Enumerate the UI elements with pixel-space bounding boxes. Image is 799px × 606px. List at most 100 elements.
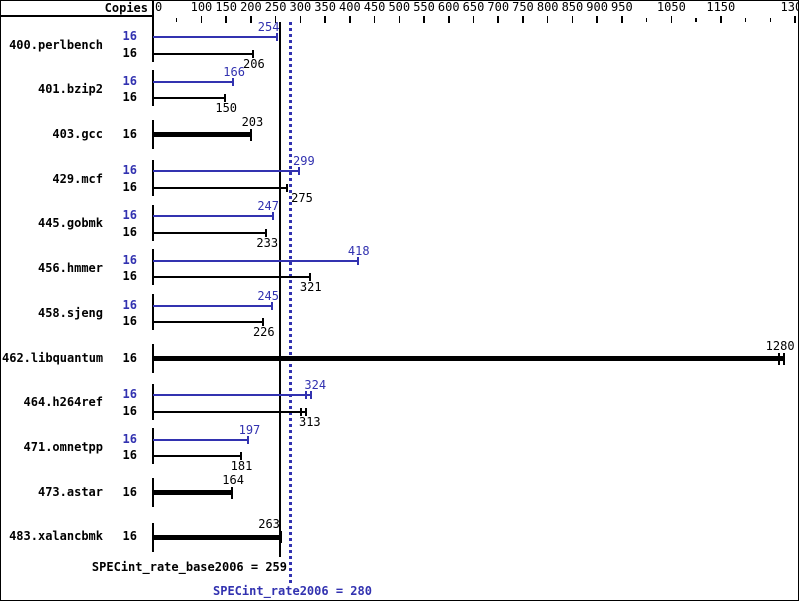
- axis-tick-major: [497, 16, 499, 23]
- base-bar-end-tick: [280, 531, 283, 544]
- axis-tick-label: 300: [289, 0, 312, 14]
- base-bar-end-tick: [250, 128, 253, 141]
- axis-tick-major: [373, 16, 376, 23]
- axis-tick-minor: [744, 18, 747, 22]
- axis-tick-label: 1300: [780, 0, 799, 14]
- axis-tick-minor: [695, 18, 697, 22]
- axis-tick-label: 750: [512, 0, 534, 14]
- axis-tick-major: [472, 16, 475, 23]
- peak-bar-end-tick: [272, 212, 275, 221]
- peak-bar: [152, 259, 359, 262]
- bar-value-label: 203: [241, 114, 264, 129]
- benchmark-label: 458.sjeng: [37, 305, 103, 320]
- benchmark-label: 483.xalancbmk: [9, 529, 103, 544]
- header-underline: [0, 15, 153, 17]
- benchmark-label: 445.gobmk: [37, 216, 103, 231]
- peak-bar: [152, 36, 278, 39]
- copies-value: 16: [122, 297, 137, 312]
- axis-tick-major: [522, 16, 524, 23]
- axis-tick-label: 800: [536, 0, 559, 14]
- bar-value-label: 321: [299, 280, 322, 295]
- base-bar-end-tick: [783, 352, 786, 365]
- axis-tick-minor: [175, 18, 178, 22]
- copies-value: 16: [122, 179, 137, 194]
- bar-value-label: 166: [223, 64, 245, 79]
- axis-tick-minor: [769, 18, 772, 22]
- base-bar: [152, 231, 268, 234]
- bar-value-label: 418: [347, 243, 370, 258]
- copies-value: 16: [122, 163, 137, 178]
- benchmark-label: 403.gcc: [52, 126, 103, 141]
- axis-tick-label: 850: [561, 0, 584, 14]
- copies-value: 16: [122, 529, 137, 544]
- bar-value-label: 263: [258, 517, 280, 532]
- axis-tick-major: [225, 16, 227, 23]
- bar-value-label: 197: [238, 422, 261, 437]
- copies-value: 16: [122, 90, 137, 105]
- base-bar-end-tick: [265, 228, 268, 237]
- base-summary-label: SPECint_rate_base2006 = 259: [91, 560, 287, 574]
- axis-tick-label: 600: [437, 0, 460, 14]
- bar-value-label: 254: [257, 20, 280, 35]
- copies-value: 16: [122, 387, 137, 402]
- bar-value-label: 245: [257, 288, 280, 303]
- copies-value: 16: [122, 269, 137, 284]
- axis-tick-major: [423, 16, 425, 23]
- axis-tick-major: [274, 16, 277, 23]
- axis-tick-major: [670, 16, 673, 23]
- axis-tick-label: 350: [314, 0, 336, 14]
- x-axis-origin-label: 0: [155, 0, 163, 14]
- peak-bar-end-tick: [356, 256, 359, 265]
- bar-value-label: 150: [215, 101, 238, 116]
- copies-value: 16: [122, 29, 137, 44]
- base-bar-end-tick: [261, 318, 264, 327]
- base-bar: [152, 186, 289, 189]
- peak-bar: [152, 304, 274, 307]
- peak-bar-end-tick: [297, 167, 300, 176]
- axis-tick-major: [621, 16, 623, 23]
- axis-tick-label: 650: [462, 0, 485, 14]
- axis-tick-label: 700: [487, 0, 510, 14]
- axis-tick-label: 150: [215, 0, 238, 14]
- benchmark-label: 429.mcf: [52, 171, 103, 186]
- copies-value: 16: [122, 448, 137, 463]
- base-bar-end-tick-2: [299, 407, 302, 416]
- copies-value: 16: [122, 431, 137, 446]
- axis-tick-label: 950: [611, 0, 633, 14]
- bar-value-label: 1280: [765, 338, 795, 353]
- copies-value: 16: [122, 484, 137, 499]
- base-bar: [152, 455, 242, 458]
- axis-tick-label: 400: [339, 0, 361, 14]
- y-axis-line-top: [152, 0, 154, 26]
- peak-bar: [152, 215, 275, 218]
- base-bar: [152, 321, 264, 324]
- copies-value: 16: [122, 126, 137, 141]
- copies-value: 16: [122, 208, 137, 223]
- peak-summary-label: SPECint_rate2006 = 280: [213, 584, 372, 598]
- base-bar: [152, 356, 786, 362]
- copies-value: 16: [122, 314, 137, 329]
- benchmark-label: 473.astar: [37, 484, 103, 499]
- benchmark-label: 401.bzip2: [37, 82, 103, 97]
- base-bar-end-tick: [239, 452, 242, 461]
- peak-bar: [152, 80, 235, 83]
- copies-value: 16: [122, 45, 137, 60]
- axis-tick-major: [200, 16, 203, 23]
- axis-tick-major: [349, 16, 351, 23]
- base-bar-end-tick: [231, 486, 234, 499]
- axis-tick-label: 550: [413, 0, 435, 14]
- axis-tick-major: [571, 16, 574, 23]
- base-bar: [152, 132, 253, 138]
- copies-value: 16: [122, 73, 137, 88]
- benchmark-label: 464.h264ref: [23, 395, 103, 410]
- axis-tick-label: 200: [240, 0, 262, 14]
- peak-bar: [152, 438, 250, 441]
- bar-value-label: 275: [291, 190, 313, 205]
- copies-value: 16: [122, 252, 137, 267]
- axis-tick-label: 1150: [706, 0, 736, 14]
- base-bar-end-tick: [251, 49, 254, 58]
- benchmark-label: 462.libquantum: [2, 350, 104, 365]
- axis-tick-label: 450: [363, 0, 386, 14]
